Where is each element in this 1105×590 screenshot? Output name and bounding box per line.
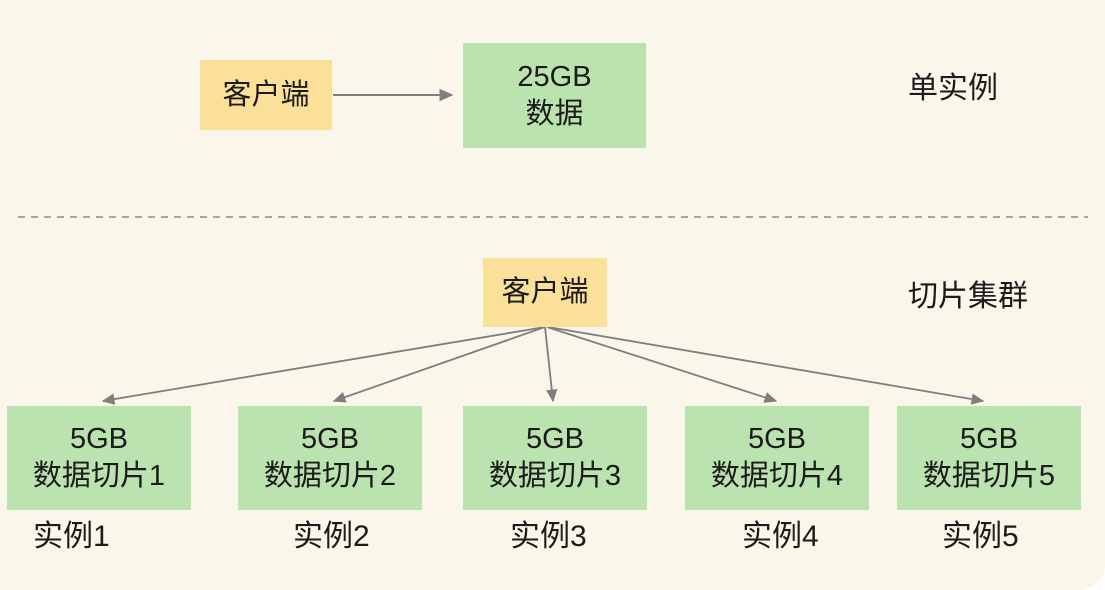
section-label-single-instance: 单实例 (908, 72, 998, 105)
shard-box-2: 5GB 数据切片2 (238, 406, 422, 510)
arrow-client-to-shard-5 (547, 326, 985, 405)
shard-name-label: 数据切片4 (710, 460, 844, 492)
shard-size-label: 5GB (300, 423, 360, 455)
arrow-client-to-shard-3 (544, 326, 558, 403)
shard-size-label: 5GB (525, 423, 585, 455)
instance-label-2: 实例2 (293, 520, 370, 553)
arrow-client-to-shard-1 (101, 326, 546, 405)
client-box-single: 客户端 (200, 60, 332, 130)
section-label-sharded-cluster: 切片集群 (908, 280, 1028, 313)
data-box-25gb: 25GB 数据 (463, 43, 646, 148)
instance-label-3: 实例3 (510, 520, 587, 553)
shard-name-label: 数据切片2 (263, 460, 397, 492)
shard-box-1: 5GB 数据切片1 (7, 406, 191, 510)
instance-label-1: 实例1 (33, 520, 110, 553)
arrow-client-to-shard-4 (546, 326, 778, 403)
shard-size-label: 5GB (747, 423, 807, 455)
data-box-text-label: 数据 (525, 97, 584, 130)
shard-size-label: 5GB (69, 423, 129, 455)
shard-name-label: 数据切片3 (488, 460, 622, 492)
shard-name-label: 数据切片1 (32, 460, 166, 492)
data-box-size-label: 25GB (517, 60, 592, 93)
shard-box-3: 5GB 数据切片3 (463, 406, 647, 510)
arrow-client-to-shard-2 (332, 326, 546, 403)
client-box-cluster-label: 客户端 (501, 276, 589, 308)
shard-name-label: 数据切片5 (922, 460, 1056, 492)
client-box-cluster: 客户端 (483, 258, 607, 327)
instance-label-5: 实例5 (942, 520, 1019, 553)
shard-size-label: 5GB (959, 423, 1019, 455)
client-box-single-label: 客户端 (222, 78, 310, 111)
shard-box-5: 5GB 数据切片5 (897, 406, 1081, 510)
instance-label-4: 实例4 (742, 520, 819, 553)
shard-box-4: 5GB 数据切片4 (685, 406, 869, 510)
